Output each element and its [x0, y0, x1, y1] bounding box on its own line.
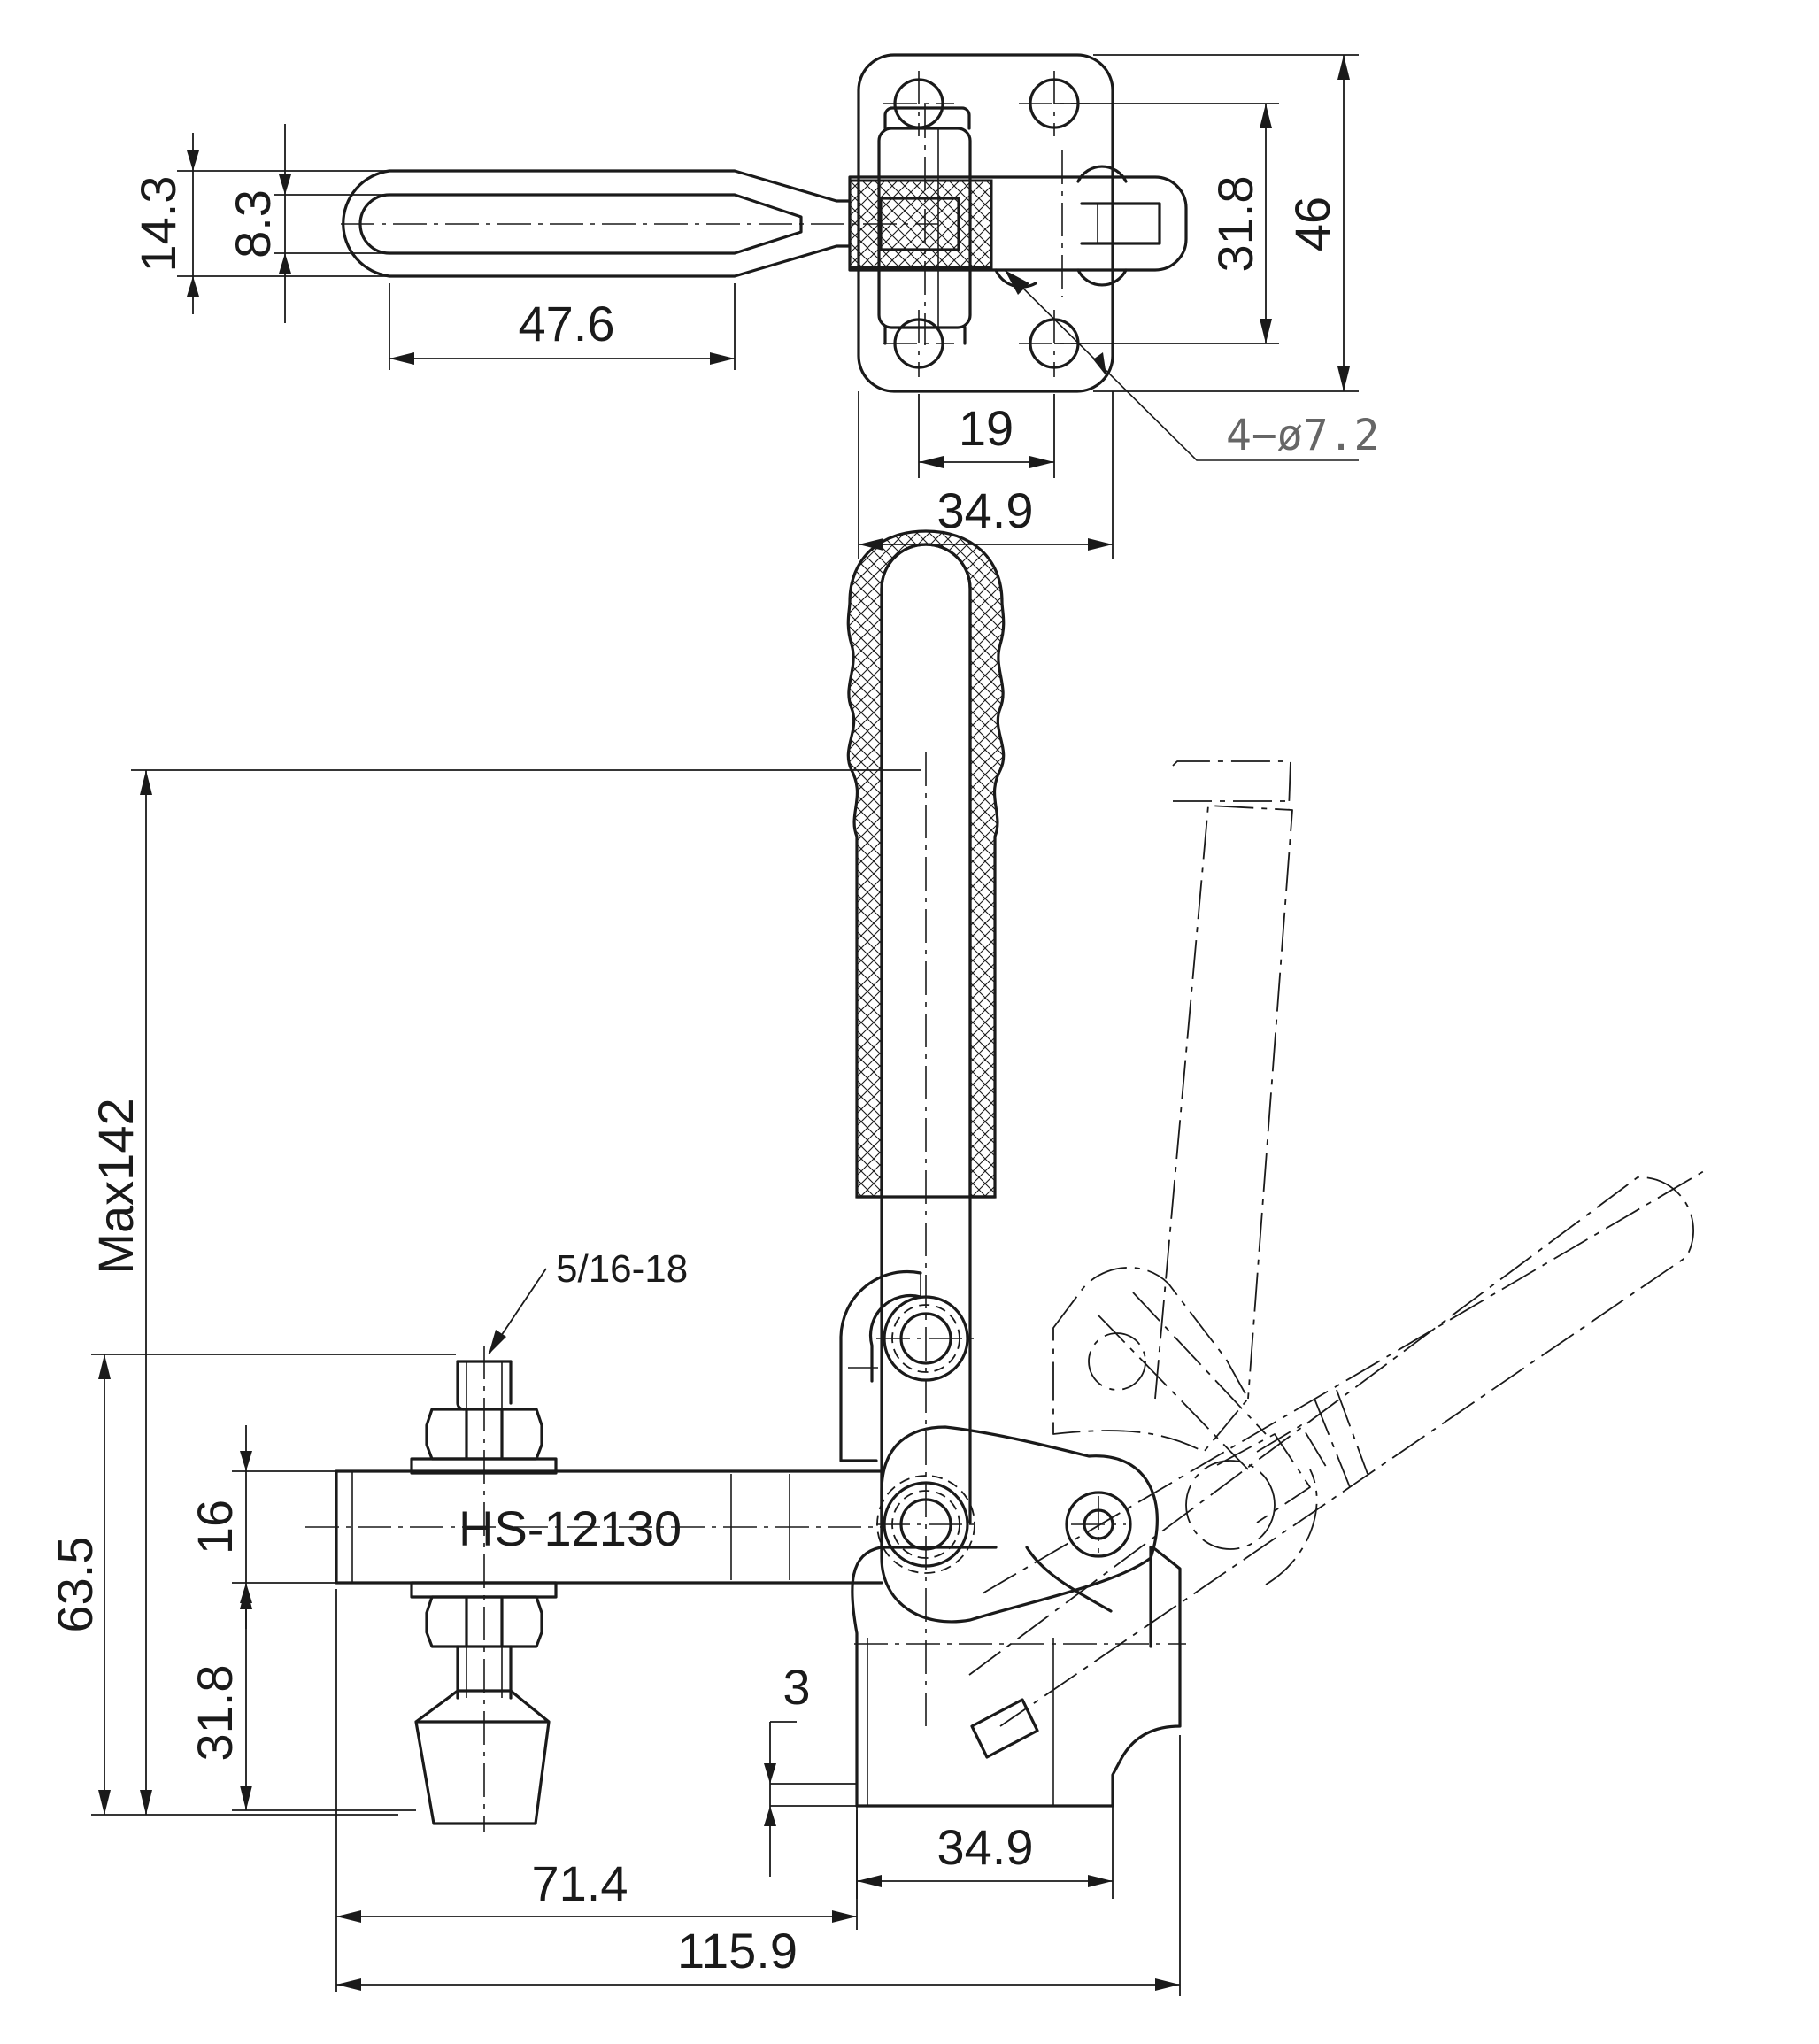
- dim-31-8-side: 31.8: [187, 1585, 416, 1811]
- svg-text:5/16-18: 5/16-18: [556, 1247, 688, 1291]
- svg-text:31.8: 31.8: [187, 1665, 243, 1762]
- dim-14-3: 14.3: [130, 133, 389, 314]
- dim-31-8-top: 31.8: [1054, 103, 1279, 344]
- lower-nut: [425, 1595, 543, 1648]
- svg-text:3: 3: [782, 1659, 810, 1715]
- hole-callout: 4−ø7.2: [1226, 411, 1379, 460]
- svg-text:31.8: 31.8: [1207, 176, 1263, 273]
- svg-text:71.4: 71.4: [532, 1855, 628, 1911]
- spindle-tip: [414, 1689, 551, 1825]
- dim-46: 46: [1093, 54, 1359, 392]
- dim-8-3: 8.3: [225, 124, 389, 323]
- phantom-handle: [968, 760, 1709, 1727]
- svg-text:34.9: 34.9: [937, 1819, 1034, 1875]
- dim-47-6: 47.6: [389, 283, 736, 370]
- clamp-bar: [848, 175, 1188, 272]
- dim-63-5: 63.5: [47, 1354, 456, 1816]
- dim-3: 3: [764, 1659, 857, 1877]
- svg-text:46: 46: [1284, 197, 1340, 251]
- svg-text:115.9: 115.9: [677, 1923, 798, 1978]
- dim-19: 19: [918, 394, 1055, 478]
- base-body: [851, 1546, 1182, 1808]
- hatched-section: [848, 179, 993, 269]
- svg-text:19: 19: [959, 400, 1014, 456]
- svg-text:16: 16: [187, 1500, 243, 1554]
- dim-34-9-side: 34.9: [856, 1806, 1114, 1899]
- top-view: 4−ø7.2 14.3 8.3 47.6 31.8 46: [130, 53, 1379, 559]
- dim-115-9: 115.9: [336, 1735, 1181, 1996]
- dim-34-9-top: 34.9: [858, 391, 1114, 559]
- thread-callout: 5/16-18: [488, 1247, 688, 1355]
- handle-arm: [880, 1195, 972, 1524]
- spindle-assembly: [410, 1346, 558, 1832]
- svg-text:Max142: Max142: [88, 1098, 143, 1274]
- model-label: HS-12130: [459, 1500, 682, 1556]
- latch-hook: [839, 1269, 922, 1462]
- pivot-pins: [876, 1295, 1126, 1568]
- main-link: [880, 1425, 1159, 1624]
- svg-text:34.9: 34.9: [937, 482, 1034, 538]
- dim-max142: Max142: [88, 769, 921, 1816]
- side-view: HS-12130: [47, 529, 1709, 1996]
- dim-16: 16: [187, 1425, 336, 1629]
- svg-text:63.5: 63.5: [47, 1537, 103, 1633]
- svg-text:8.3: 8.3: [225, 189, 281, 258]
- dim-71-4: 71.4: [335, 1589, 858, 1992]
- svg-text:47.6: 47.6: [519, 296, 615, 351]
- svg-text:14.3: 14.3: [130, 176, 186, 273]
